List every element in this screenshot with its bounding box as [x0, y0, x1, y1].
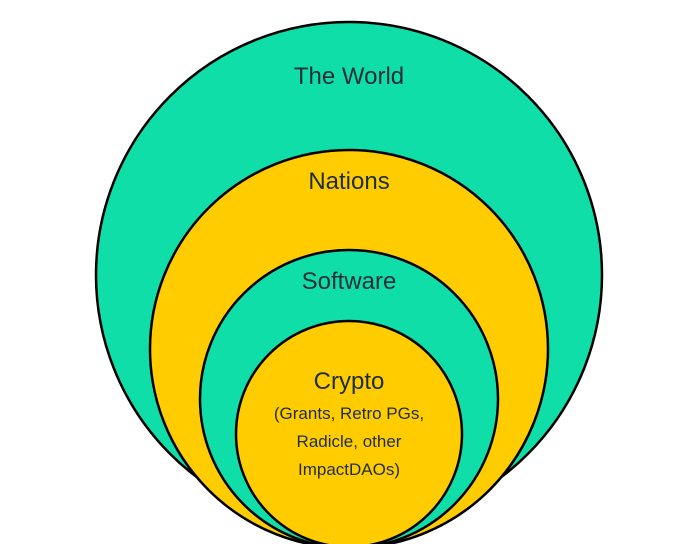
label-software: Software — [302, 268, 397, 295]
crypto-detail-line-3: ImpactDAOs) — [298, 460, 400, 479]
crypto-detail-line-2: Radicle, other — [297, 432, 402, 451]
label-the-world: The World — [294, 63, 404, 90]
circle-crypto — [234, 319, 464, 544]
crypto-detail-line-1: (Grants, Retro PGs, — [274, 404, 424, 423]
label-nations: Nations — [308, 168, 389, 195]
label-crypto: Crypto — [314, 368, 385, 395]
